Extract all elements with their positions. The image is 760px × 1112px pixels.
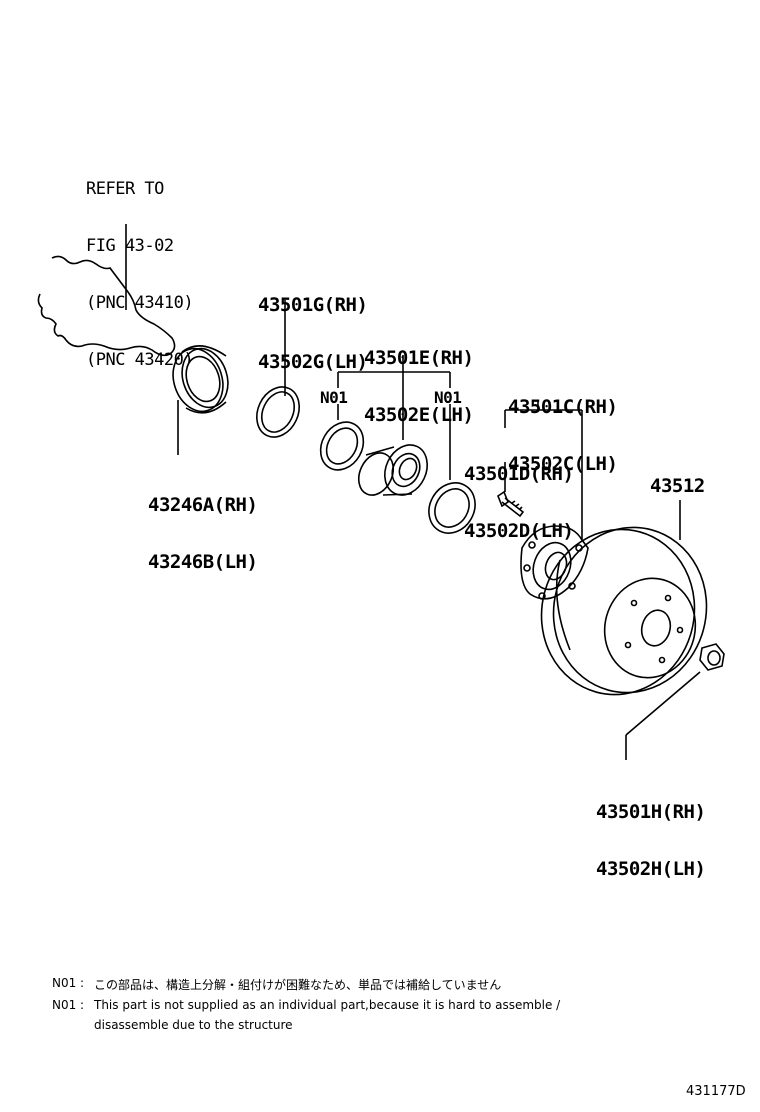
refer-line-3: (PNC 43410) [86, 293, 194, 313]
part-number-lh: 43246B(LH) [148, 551, 258, 573]
part-number-rh: 43501D(RH) [464, 463, 574, 485]
figure-code: 431177D [686, 1084, 746, 1099]
part-label-43501D[interactable]: 43501D(RH) 43502D(LH) [464, 427, 574, 560]
lock-nut-43501H [625, 643, 725, 760]
part-number-rh: 43501E(RH) [364, 347, 474, 369]
note-en-text-2: disassemble due to the structure [94, 1018, 293, 1032]
part-label-43501H[interactable]: 43501H(RH) 43502H(LH) [596, 765, 706, 898]
part-number-lh: 43502E(LH) [364, 404, 474, 426]
seal-ring-right [428, 482, 476, 534]
part-number-rh: 43501H(RH) [596, 801, 706, 823]
part-label-43246[interactable]: 43246A(RH) 43246B(LH) [148, 458, 258, 591]
part-label-43501C[interactable]: 43501C(RH) 43502C(LH) [508, 360, 618, 493]
bracket-43501E [337, 355, 451, 480]
note-jp-text: この部品は、構造上分解・組付けが困難なため、単品では補給していません [94, 978, 502, 992]
part-number-rh: 43501C(RH) [508, 396, 618, 418]
part-number-lh: 43502G(LH) [258, 351, 368, 373]
n01-label-right[interactable]: N01 [434, 388, 462, 407]
part-number-rh: 43501G(RH) [258, 294, 368, 316]
note-en-marker: N01 : [52, 998, 85, 1012]
part-number-lh: 43502D(LH) [464, 520, 574, 542]
note-jp-marker: N01 : [52, 976, 85, 990]
refer-line-2: FIG 43-02 [86, 236, 174, 256]
part-label-43512[interactable]: 43512 [650, 475, 705, 497]
hub-bearing-43501E [357, 444, 428, 496]
part-number-lh: 43502C(LH) [508, 453, 618, 475]
driveshaft-outline [37, 255, 176, 357]
dust-seal-43246 [172, 345, 229, 455]
disc-rotor-43512 [540, 500, 708, 696]
part-number-rh: 43246A(RH) [148, 494, 258, 516]
part-label-43501E[interactable]: 43501E(RH) 43502E(LH) [364, 311, 474, 444]
refer-line-4: (PNC 43420) [86, 350, 194, 370]
note-en-text-1: This part is not supplied as an individu… [94, 998, 561, 1012]
hub-bolt-43501D [497, 490, 525, 518]
snap-ring-43501G [256, 300, 300, 438]
refer-label: REFER TO FIG 43-02 (PNC 43410) (PNC 4342… [86, 142, 194, 389]
refer-line-1: REFER TO [86, 179, 164, 199]
n01-label-left[interactable]: N01 [320, 388, 348, 407]
bracket-43501C [504, 400, 583, 540]
seal-ring-left [319, 421, 365, 471]
part-number-lh: 43502H(LH) [596, 858, 706, 880]
part-label-43501G[interactable]: 43501G(RH) 43502G(LH) [258, 258, 368, 391]
